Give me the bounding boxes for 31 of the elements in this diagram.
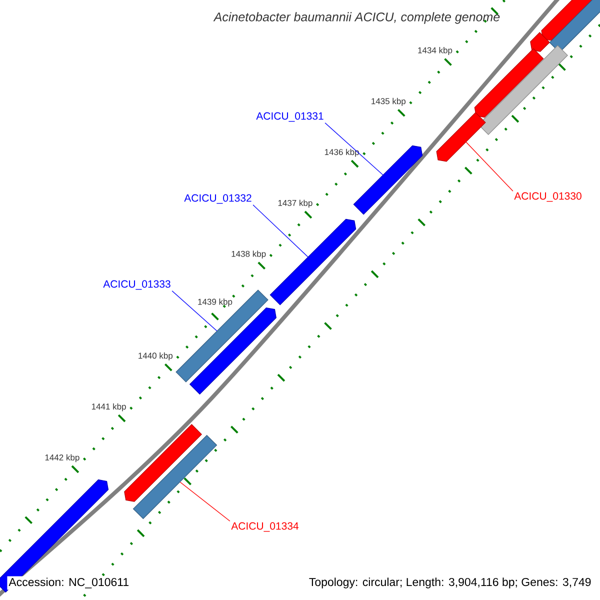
gene-label: ACICU_01334: [230, 521, 300, 533]
leader-line: [324, 122, 384, 176]
feature-bar: [478, 45, 568, 135]
gene-feature: [124, 424, 202, 502]
feature-bar: [176, 290, 268, 382]
tick-label: 1435 kbp: [372, 98, 406, 106]
gene-feature: [474, 48, 544, 118]
footer-text: Topology: circular; Length: 3,904,116 bp; Genes: 3,749: [307, 576, 593, 590]
leader-line: [252, 204, 308, 258]
tick-label: 1439 kbp: [198, 298, 232, 306]
footer-text: Accession: NC_010611: [7, 576, 131, 590]
tick-label: 1437 kbp: [278, 200, 312, 208]
leader-line: [466, 142, 514, 192]
tick-label: 1434 kbp: [418, 47, 452, 55]
title: Acinetobacter baumannii ACICU, complete genome: [213, 12, 500, 24]
tick-label: 1441 kbp: [92, 403, 126, 412]
leader-line: [172, 290, 218, 332]
gene-label: ACICU_01331: [255, 111, 325, 123]
gene-feature: [270, 218, 356, 306]
gene-label: ACICU_01330: [513, 191, 583, 203]
tick-label: 1436 kbp: [324, 148, 359, 157]
gene-feature: [436, 112, 486, 162]
tick-label: 1442 kbp: [45, 454, 80, 462]
gene-feature: [530, 32, 550, 52]
gene-feature: [189, 308, 276, 395]
leader-line: [180, 482, 230, 522]
gene-label: ACICU_01332: [183, 193, 253, 205]
gene-feature: [541, 0, 593, 41]
tick-label: 1440 kbp: [138, 352, 173, 360]
gene-label: ACICU_01333: [102, 279, 172, 291]
feature-bar: [132, 434, 218, 520]
